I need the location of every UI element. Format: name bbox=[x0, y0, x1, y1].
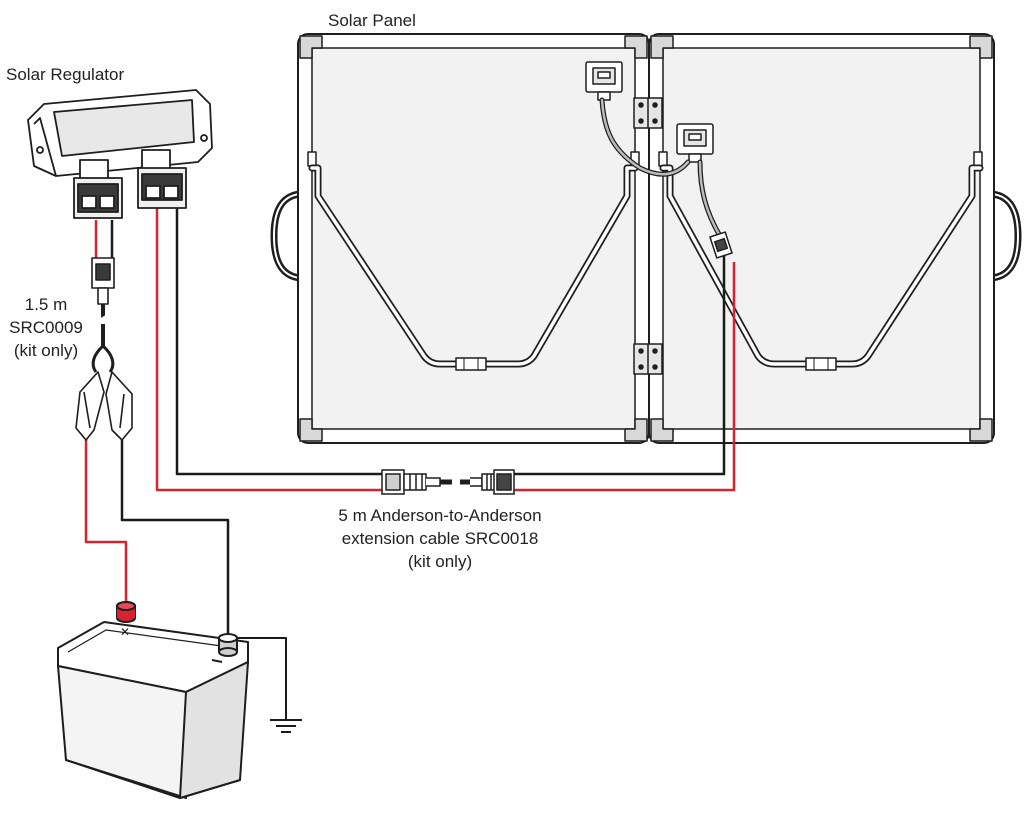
alligator-clip-black bbox=[105, 371, 133, 441]
left-panel-handle bbox=[270, 190, 304, 282]
extension-cable-part-number: extension cable SRC0018 bbox=[341, 529, 539, 548]
extension-cable-description: 5 m Anderson-to-Anderson bbox=[338, 506, 542, 525]
clip-cable-kit-note: (kit only) bbox=[13, 341, 79, 360]
extension-cable bbox=[381, 469, 515, 495]
regulator-positive-wire bbox=[155, 206, 382, 492]
battery-positive-terminal: ✕ bbox=[116, 601, 136, 639]
battery-negative-wire bbox=[120, 440, 230, 636]
regulator-negative-wire bbox=[175, 206, 382, 476]
panel-anderson-connector bbox=[709, 231, 733, 259]
clip-cable-label: 1.5 m SRC0009 (kit only) bbox=[0, 293, 92, 362]
battery-negative-terminal bbox=[211, 633, 238, 663]
clip-cable-part-number: SRC0009 bbox=[9, 318, 83, 337]
svg-text:✕: ✕ bbox=[120, 625, 130, 639]
ground-symbol bbox=[270, 719, 302, 733]
panel-hinge-top bbox=[633, 97, 663, 129]
solar-panel bbox=[270, 33, 1022, 444]
regulator-display bbox=[53, 99, 195, 157]
wiring bbox=[84, 206, 736, 720]
extension-cable-kit-note: (kit only) bbox=[407, 552, 473, 571]
ground-wire bbox=[236, 637, 287, 720]
panel-positive-wire bbox=[514, 262, 736, 492]
extension-cable-label: 5 m Anderson-to-Anderson extension cable… bbox=[318, 504, 562, 573]
right-panel-handle bbox=[988, 190, 1022, 282]
panel-negative-wire bbox=[508, 256, 726, 476]
clip-cable-length: 1.5 m bbox=[24, 295, 68, 314]
battery: ✕ bbox=[57, 601, 249, 799]
alligator-clip-red bbox=[75, 371, 105, 441]
regulator-input-anderson bbox=[137, 149, 187, 209]
solar-panel-label: Solar Panel bbox=[328, 11, 416, 30]
solar-regulator bbox=[27, 89, 213, 219]
solar-regulator-label: Solar Regulator bbox=[6, 65, 125, 84]
regulator-output-anderson bbox=[73, 159, 123, 219]
panel-hinge-bottom bbox=[633, 343, 663, 375]
junction-box-right bbox=[676, 123, 714, 163]
battery-clip-cable bbox=[75, 257, 133, 441]
battery-positive-wire bbox=[84, 440, 128, 606]
